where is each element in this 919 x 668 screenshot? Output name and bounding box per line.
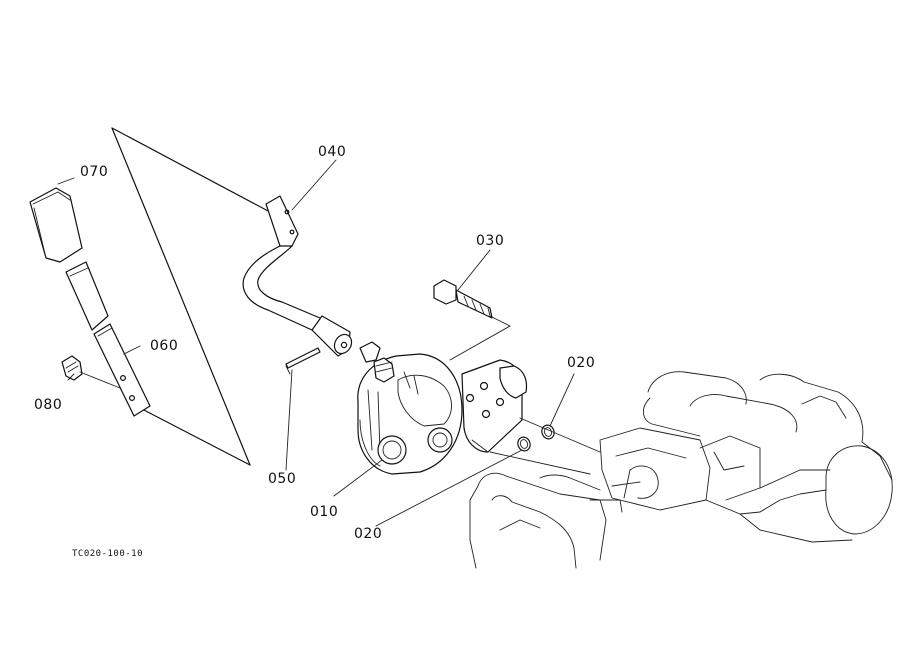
callout-070: 070 xyxy=(80,164,109,180)
shaft-040 xyxy=(242,195,353,357)
pedal-pad-middle xyxy=(65,261,109,331)
engine-housing-outline xyxy=(469,472,623,569)
callout-020-upper: 020 xyxy=(567,355,596,371)
figure-code: TC020-100-10 xyxy=(72,549,144,559)
callout-020-lower: 020 xyxy=(354,526,383,542)
o-ring-020 xyxy=(517,424,555,452)
callout-050: 050 xyxy=(268,471,297,487)
bolt-030 xyxy=(433,279,511,361)
callout-040: 040 xyxy=(318,144,347,160)
engine-block-outline xyxy=(599,371,893,543)
pump-body-010 xyxy=(357,341,463,475)
leader-lines xyxy=(57,159,575,527)
assembly-reference-lines xyxy=(111,127,271,466)
assembly-center-lines xyxy=(489,417,601,475)
bolt-080 xyxy=(61,355,121,389)
callout-080: 080 xyxy=(34,397,63,413)
callout-030: 030 xyxy=(476,233,505,249)
pin-050 xyxy=(285,347,321,375)
callout-010: 010 xyxy=(310,504,339,520)
callout-060: 060 xyxy=(150,338,179,354)
pedal-pad-070 xyxy=(29,187,83,263)
pedal-arm-060 xyxy=(93,323,151,417)
mounting-flange xyxy=(461,359,528,453)
